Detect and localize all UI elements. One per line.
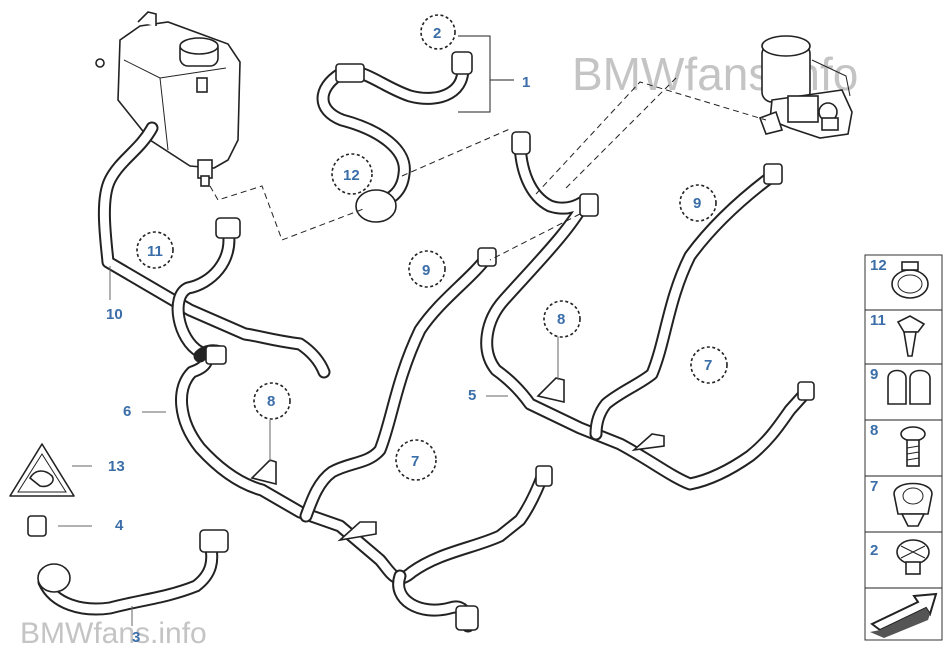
legend-label-5: 7 (870, 478, 878, 495)
legend-label-4: 8 (870, 422, 878, 439)
holder-icon (893, 482, 933, 527)
legend-label-6: 2 (870, 542, 878, 559)
hoses (27, 51, 815, 633)
callout-13: 13 (108, 458, 125, 475)
callout-9-right: 9 (693, 195, 701, 212)
arrow-icon[interactable] (870, 592, 938, 638)
callout-10: 10 (106, 306, 123, 323)
callout-6: 6 (123, 403, 131, 420)
hose-clamp-icon (891, 261, 929, 299)
screw-icon (900, 426, 926, 467)
sealing-cap-icon (896, 539, 930, 575)
legend-label-3: 9 (870, 366, 878, 383)
leader-lines (58, 35, 767, 626)
electric-water-pump (758, 35, 853, 139)
callout-5: 5 (468, 387, 476, 404)
watermark-bottom-left: BMWfans.info (20, 617, 207, 650)
callout-12: 12 (343, 167, 360, 184)
double-holder-icon (887, 369, 931, 405)
legend-label-1: 12 (870, 257, 887, 274)
callout-7-center: 7 (411, 453, 419, 470)
callout-3: 3 (132, 629, 140, 646)
warning-label-icon (9, 443, 75, 497)
watermark-top-right: BMWfans.info (572, 48, 858, 100)
legend-label-2: 11 (870, 312, 886, 329)
callout-circles (136, 14, 728, 481)
callout-8-right: 8 (557, 311, 565, 328)
parts-legend: 12 11 9 8 7 2 (864, 254, 943, 641)
callout-7-right: 7 (704, 357, 712, 374)
callout-8-left: 8 (267, 393, 275, 410)
callout-9-center: 9 (422, 262, 430, 279)
callout-4: 4 (115, 517, 124, 534)
expanding-rivet-icon (896, 315, 926, 357)
callout-1: 1 (522, 74, 530, 91)
callout-11: 11 (147, 243, 163, 260)
callout-2: 2 (433, 25, 441, 42)
